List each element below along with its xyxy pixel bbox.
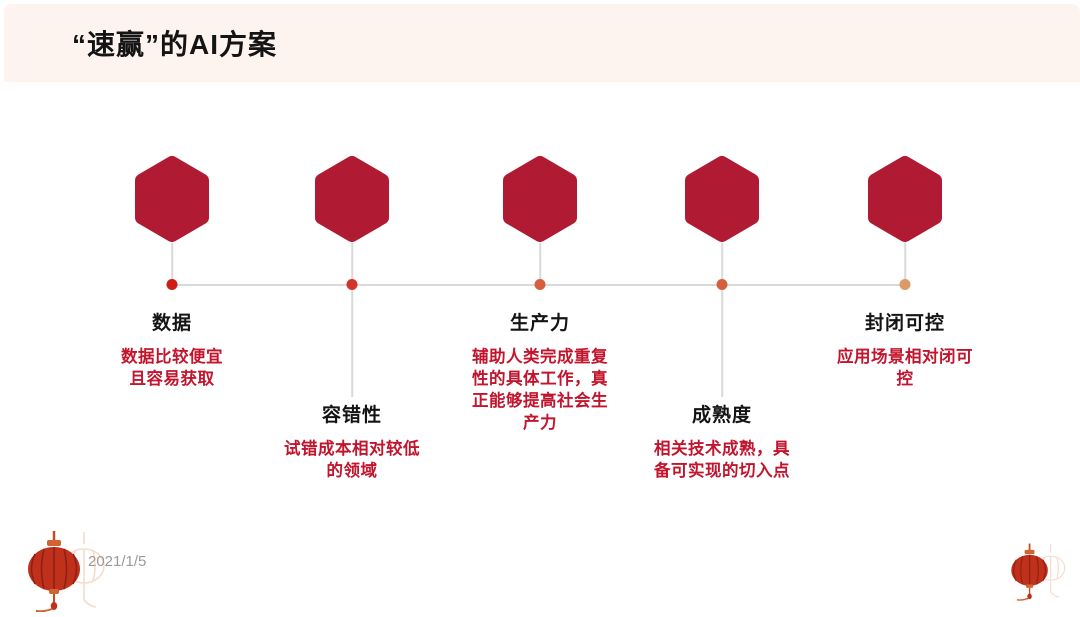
- timeline-dot: [346, 279, 358, 290]
- item-title: 封闭可控: [864, 313, 945, 334]
- connector-line: [721, 243, 723, 284]
- hexagon-icon: [867, 155, 943, 243]
- timeline-dot: [899, 279, 911, 290]
- timeline-item-productivity: 生产力 辅助人类完成重复 性的具体工作，真 正能够提高社会生 产力: [455, 0, 625, 608]
- item-description: 数据比较便宜 且容易获取: [121, 348, 223, 388]
- item-description: 试错成本相对较低 的领域: [284, 440, 420, 480]
- timeline-item-fault-tolerance: 容错性 试错成本相对较低 的领域: [267, 0, 437, 608]
- item-description: 应用场景相对闭可 控: [837, 348, 973, 388]
- page-title: “速赢”的AI方案: [72, 29, 278, 60]
- item-title: 数据: [151, 313, 192, 334]
- connector-line: [904, 243, 906, 284]
- hexagon-icon: [134, 155, 210, 243]
- chinese-lantern-icon: [1000, 536, 1076, 611]
- hexagon-icon: [314, 155, 390, 243]
- date-label: 2021/1/5: [88, 553, 147, 570]
- item-title: 容错性: [321, 405, 382, 426]
- timeline-item-closed-controllable: 封闭可控 应用场景相对闭可 控: [820, 0, 990, 608]
- timeline-item-maturity: 成熟度 相关技术成熟，具 备可实现的切入点: [637, 0, 807, 608]
- slide-header: “速赢”的AI方案: [4, 4, 1080, 82]
- timeline-dot: [166, 279, 178, 290]
- hexagon-icon: [684, 155, 760, 243]
- item-title: 生产力: [509, 313, 570, 334]
- timeline-dot: [534, 279, 546, 290]
- item-description: 辅助人类完成重复 性的具体工作，真 正能够提高社会生 产力: [472, 348, 608, 432]
- hexagon-icon: [502, 155, 578, 243]
- connector-line: [539, 243, 541, 284]
- connector-line: [351, 290, 353, 397]
- connector-line: [721, 290, 723, 397]
- timeline-item-data: 数据 数据比较便宜 且容易获取: [87, 0, 257, 608]
- timeline-dot: [716, 279, 728, 290]
- item-description: 相关技术成熟，具 备可实现的切入点: [654, 440, 790, 480]
- chinese-lantern-icon: [12, 528, 120, 617]
- connector-line: [171, 243, 173, 284]
- connector-line: [351, 243, 353, 284]
- item-title: 成熟度: [691, 405, 752, 426]
